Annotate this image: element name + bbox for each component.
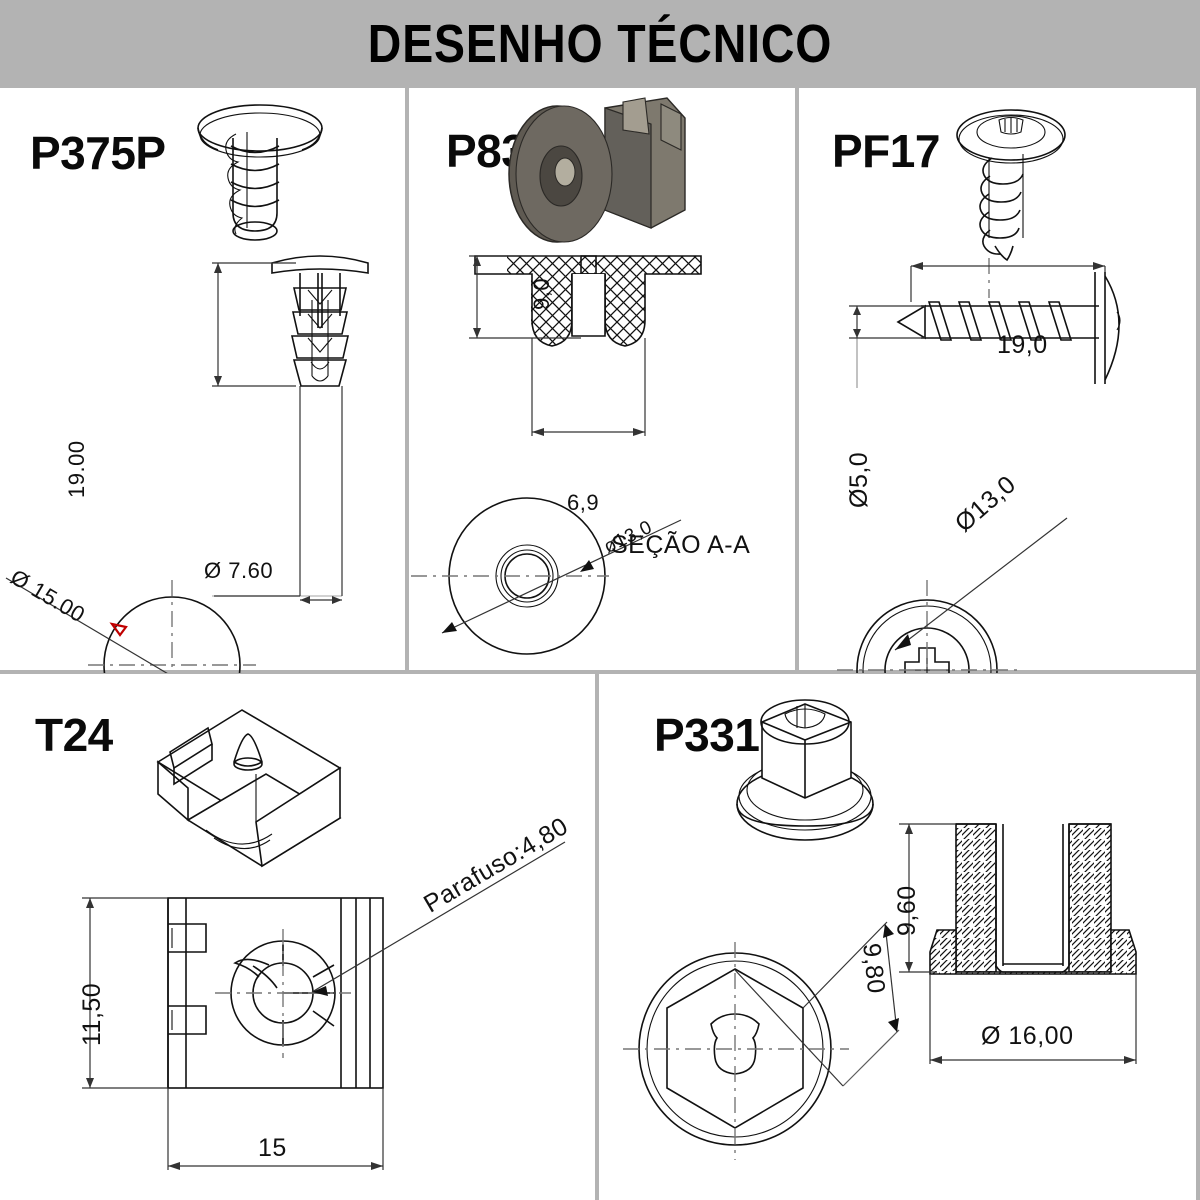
drawing-t24 <box>82 709 566 1170</box>
panel-pf17: PF17 <box>799 88 1196 673</box>
drawing-pf17 <box>837 109 1121 673</box>
dim-height-p331: 9,60 <box>893 885 921 936</box>
top-view-pf17 <box>837 517 1068 673</box>
isometric-view-p331 <box>736 699 874 841</box>
diameter-symbol-icon: Ø <box>981 1022 1001 1050</box>
isometric-view-pf17 <box>956 109 1066 262</box>
divider-vertical-1 <box>405 88 409 673</box>
isometric-view-p83a <box>508 97 686 243</box>
isometric-view-p375p <box>197 104 323 241</box>
panel-p83a: P83A <box>409 88 795 673</box>
dim-height-t24: 11,50 <box>78 982 106 1046</box>
dim-shank-diameter-p375p: Ø 7.60 <box>204 558 274 583</box>
isometric-view-t24 <box>156 709 342 868</box>
divider-vertical-3 <box>595 674 599 1200</box>
dim-across-flats-p331: 9,80 <box>857 941 891 996</box>
page-title: DESENHO TÉCNICO <box>367 14 833 74</box>
top-view-p83a <box>411 497 682 655</box>
side-view-p375p <box>212 255 369 604</box>
dim-width-t24: 15 <box>258 1134 287 1162</box>
panel-p375p: P375P <box>0 88 405 673</box>
part-code-t24: T24 <box>35 709 113 761</box>
divider-horizontal-middle <box>0 670 1200 674</box>
dim-length-pf17: 19,0 <box>997 331 1048 359</box>
dim-flange-diameter-p331: Ø 16,00 <box>981 1022 1074 1050</box>
panel-p331: P331 <box>599 674 1196 1200</box>
front-view-t24 <box>82 841 566 1170</box>
top-view-p331 <box>623 921 900 1160</box>
dim-height-p83a: 9,0 <box>529 277 554 310</box>
sheet-header: DESENHO TÉCNICO <box>0 0 1200 88</box>
section-note-p83a: SEÇÃO A-A <box>611 531 751 559</box>
drawing-p83a <box>411 97 702 655</box>
dim-width-p83a: 6,9 <box>567 490 600 515</box>
section-view-p331 <box>899 823 1137 1064</box>
divider-right-edge <box>1196 88 1200 1200</box>
drawing-p331 <box>623 699 1137 1160</box>
diameter-symbol-icon: Ø <box>204 558 222 583</box>
dim-shank-diameter-pf17: Ø5,0 <box>845 451 873 508</box>
side-view-pf17 <box>849 258 1121 388</box>
panel-t24: T24 <box>0 674 595 1200</box>
drawing-p375p <box>5 104 369 673</box>
divider-vertical-2 <box>795 88 799 673</box>
part-code-pf17: PF17 <box>832 125 940 177</box>
section-view-p83a <box>469 255 702 436</box>
part-code-p331: P331 <box>654 709 760 761</box>
dim-height-p375p: 19.00 <box>64 440 89 498</box>
top-view-p375p <box>5 577 256 673</box>
part-code-p375p: P375P <box>30 127 166 179</box>
